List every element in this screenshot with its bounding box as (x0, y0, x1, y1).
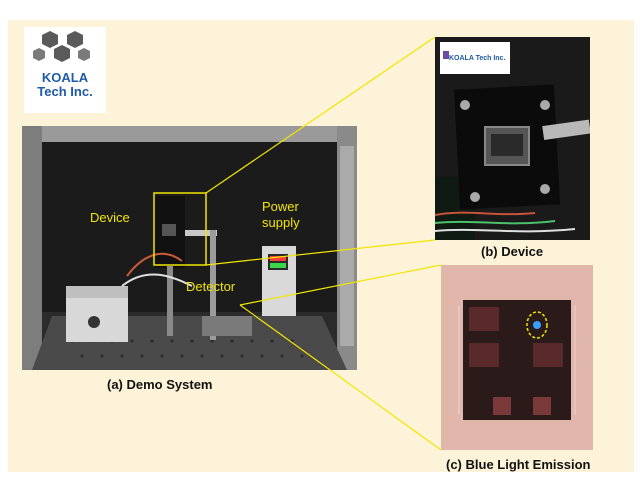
demo-system-photo (22, 126, 357, 370)
power-supply-label: Power supply (262, 199, 300, 231)
device-label: Device (90, 210, 130, 225)
caption-demo-system: (a) Demo System (107, 377, 213, 392)
power-supply-label-line2: supply (262, 215, 300, 230)
device-closeup-photo (435, 37, 590, 240)
logo-line2: Tech Inc. (37, 84, 93, 99)
blue-emission-photo (441, 265, 593, 450)
company-logo: KOALA Tech Inc. (24, 27, 106, 113)
detector-label: Detector (186, 279, 236, 294)
logo-text: KOALA Tech Inc. (24, 71, 106, 99)
caption-device: (b) Device (481, 244, 544, 259)
caption-blue-light-emission: (c) Blue Light Emission (446, 457, 591, 472)
logo-line1: KOALA (41, 70, 89, 85)
power-supply-label-line1: Power (262, 199, 299, 214)
hexagon-logo-icon (33, 31, 90, 62)
device-plate-text: KOALA Tech Inc. (449, 55, 506, 62)
